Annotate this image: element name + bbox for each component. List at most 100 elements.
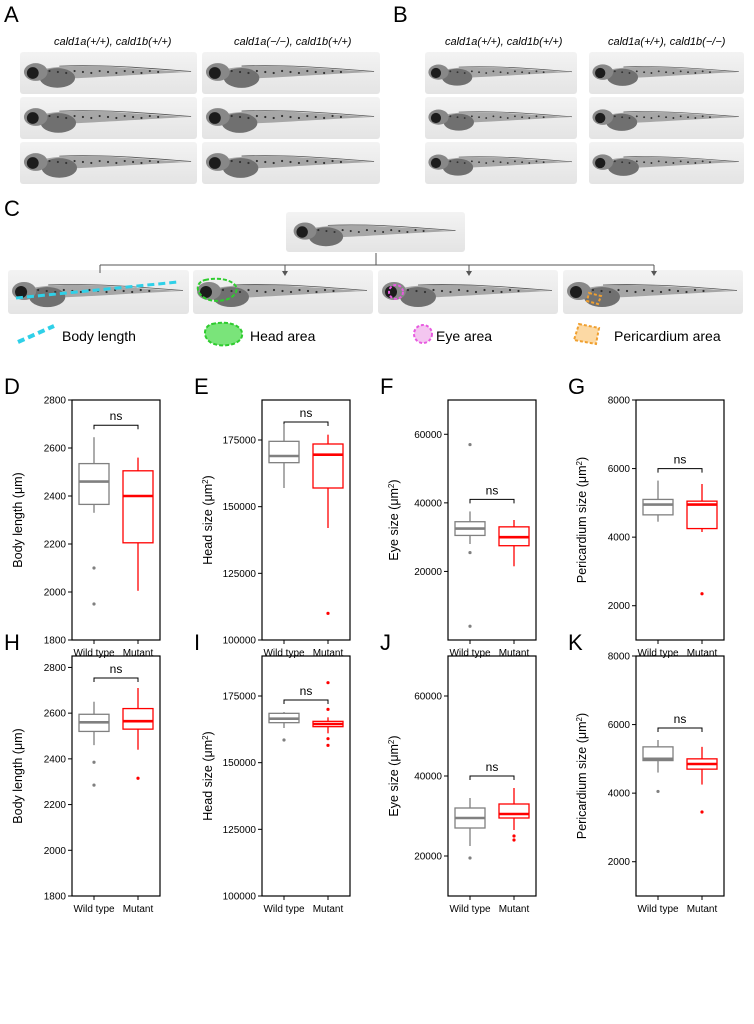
fish-pigment	[365, 229, 368, 232]
fish-pigment	[123, 69, 126, 73]
y-tick-label: 150000	[223, 502, 257, 513]
fish-pigment	[628, 117, 631, 119]
fish-pigment	[247, 71, 250, 75]
fish-yolk	[443, 113, 474, 131]
y-tick-label: 125000	[223, 569, 257, 580]
fish-dorsal-line	[241, 65, 375, 72]
fish-tail	[398, 285, 550, 298]
fish-pigment	[422, 230, 425, 233]
fish-image	[20, 52, 197, 94]
fish-pigment	[332, 289, 335, 293]
fish-pigment	[542, 71, 545, 74]
fish-pigment	[238, 115, 242, 119]
legend-pericardium-area: Pericardium area	[614, 328, 721, 344]
fish-pigment	[306, 159, 309, 163]
fish-pigment	[264, 160, 267, 164]
fish-pigment	[106, 115, 110, 119]
x-tick-label: Wild type	[263, 648, 305, 659]
fish-pigment	[440, 289, 444, 293]
x-tick-label: Wild type	[73, 648, 115, 659]
fish-pigment	[499, 161, 502, 164]
significance-bracket	[283, 421, 329, 426]
mutant-box	[122, 688, 154, 780]
y-axis-label: Pericardium size (μm2)	[575, 713, 590, 839]
fish-pigment	[90, 161, 93, 165]
y-axis-label-sup: 2	[201, 479, 210, 484]
fish-pigment	[90, 116, 93, 120]
box-iqr	[642, 746, 674, 762]
x-tick-label: Wild type	[449, 904, 491, 915]
fish-pigment	[514, 115, 516, 118]
x-tick-label: Wild type	[637, 904, 679, 915]
fish-pigment	[499, 116, 502, 119]
fish-pigment	[521, 71, 524, 74]
fish-pigment	[665, 161, 668, 164]
mutant-box	[498, 788, 530, 842]
outlier-point	[136, 776, 140, 780]
fish-tail	[28, 285, 181, 299]
fish-pigment	[140, 71, 143, 75]
y-tick-label: 8000	[608, 396, 631, 407]
fish-image	[286, 212, 465, 252]
panel-b-mutant-label: cald1a(+/+), cald1b(−/−)	[608, 36, 726, 48]
fish-eye	[208, 157, 221, 169]
tree-arrows	[99, 265, 657, 276]
fish-pigment	[463, 117, 466, 119]
fish-tail	[221, 111, 373, 124]
y-tick-label: 2000	[608, 857, 631, 868]
fish-pigment	[600, 289, 603, 293]
panel-letter-a: A	[4, 2, 19, 27]
y-tick-label: 1800	[44, 636, 67, 647]
outlier-point	[468, 856, 472, 860]
fish-pigment	[272, 288, 276, 292]
y-tick-label: 150000	[223, 758, 257, 769]
outlier-point	[326, 707, 330, 711]
y-axis-label-sup: 2	[387, 739, 396, 744]
fish-pigment	[672, 72, 675, 74]
fish-pigment	[406, 288, 410, 292]
fish-image	[563, 270, 743, 314]
panel-letter-i: I	[194, 630, 200, 655]
fish-pigment	[613, 70, 616, 73]
fish-pigment	[115, 161, 118, 165]
fish-pigment	[315, 290, 318, 294]
fish-body-group	[205, 153, 375, 178]
fish-eye	[595, 157, 606, 169]
box-iqr	[122, 707, 154, 730]
fish-tail	[606, 112, 738, 124]
fish-pigment	[506, 117, 509, 119]
fish-pigment	[694, 72, 697, 74]
fish-pigment	[665, 71, 668, 74]
fish-dorsal-line	[48, 284, 183, 291]
y-tick-label: 2800	[44, 396, 67, 407]
fish-pigment	[709, 71, 711, 74]
outlier-point	[700, 810, 704, 814]
fish-pigment	[255, 69, 258, 73]
fish-pigment	[298, 288, 301, 292]
fish-silhouette	[23, 108, 192, 133]
panel-letter-f: F	[380, 374, 393, 399]
fish-body-group	[293, 222, 456, 247]
fish-image	[589, 52, 744, 94]
legend-head-area: Head area	[250, 328, 316, 344]
fish-dorsal-line	[241, 155, 375, 162]
fish-pigment	[470, 70, 473, 73]
fish-pigment	[514, 160, 516, 163]
x-tick-label: Wild type	[73, 904, 115, 915]
x-tick-label: Mutant	[499, 648, 530, 659]
fish-image	[425, 52, 577, 94]
fish-pigment	[709, 161, 711, 164]
fish-pigment	[56, 115, 59, 119]
fish-image	[425, 142, 577, 184]
mutant-box	[312, 434, 344, 615]
fish-eye	[595, 112, 606, 124]
fish-image	[20, 142, 197, 184]
fish-pigment	[132, 115, 135, 119]
fish-tail	[39, 111, 190, 124]
fish-pigment	[591, 288, 595, 292]
fish-body-group	[567, 282, 738, 307]
panel-letter-e: E	[194, 374, 209, 399]
wildtype-box	[268, 712, 300, 742]
